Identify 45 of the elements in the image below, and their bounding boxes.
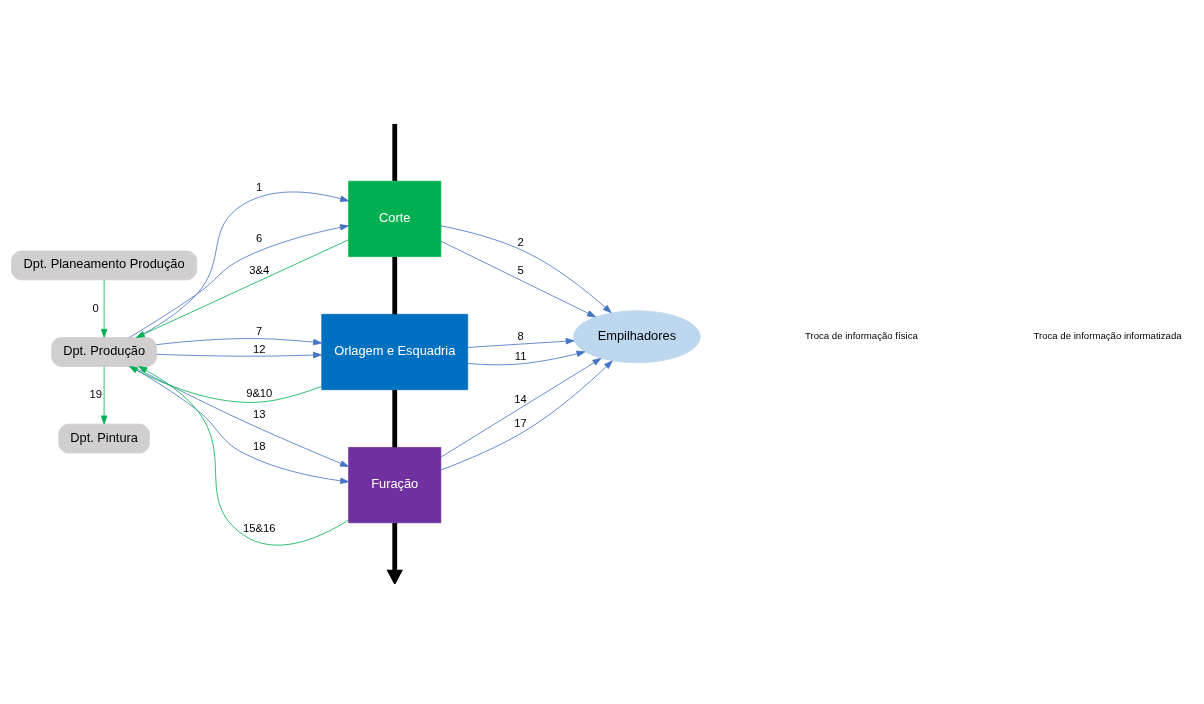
arrow <box>100 366 108 425</box>
edge-label: 1 <box>256 181 263 193</box>
edge-label: 15&16 <box>243 521 276 534</box>
edge-label: 7 <box>256 325 263 338</box>
arrow <box>100 279 108 338</box>
node-box: Dpt. Planeamento Produção <box>11 250 198 281</box>
edge-label: 8 <box>517 330 524 343</box>
connector <box>392 256 398 315</box>
edge-label: 9&10 <box>246 387 273 400</box>
edge-label: 17 <box>514 416 527 429</box>
connector <box>392 390 398 448</box>
edge-label: 0 <box>92 301 99 314</box>
edge-label: 12 <box>253 342 266 355</box>
arrow <box>130 366 349 484</box>
arrow <box>440 358 602 458</box>
arrow <box>386 522 403 584</box>
arrow <box>129 224 349 338</box>
node-box: Dpt. Produção <box>51 337 157 367</box>
arrow <box>440 225 612 314</box>
node-box: Furação <box>348 447 442 524</box>
arrow <box>156 338 322 346</box>
edge-label: 5 <box>517 264 524 277</box>
edge-label: 18 <box>253 439 266 452</box>
arrow <box>467 338 575 348</box>
node-box: Corte <box>348 180 442 257</box>
arrow <box>136 191 349 338</box>
edge-label: 3&4 <box>249 264 270 277</box>
node-box: Orlagem e Esquadria <box>321 313 469 391</box>
edge-label: 19 <box>89 388 102 401</box>
legend-label: Troca de informação física <box>804 330 918 342</box>
arrow <box>129 366 322 403</box>
arrow <box>440 240 596 318</box>
arrow <box>156 351 322 359</box>
arrow <box>440 360 613 471</box>
legend-label: Troca de informação informatizada <box>1033 330 1182 342</box>
arrow <box>136 239 349 338</box>
arrow <box>138 366 349 546</box>
node-box: Dpt. Pintura <box>58 423 150 454</box>
arrow <box>467 350 586 366</box>
edge-label: 13 <box>253 407 266 420</box>
edge-label: 6 <box>256 232 263 245</box>
edge-label: 14 <box>514 392 527 405</box>
edge-label: 2 <box>517 235 524 248</box>
connector <box>392 123 398 181</box>
edge-label: 11 <box>514 350 527 363</box>
